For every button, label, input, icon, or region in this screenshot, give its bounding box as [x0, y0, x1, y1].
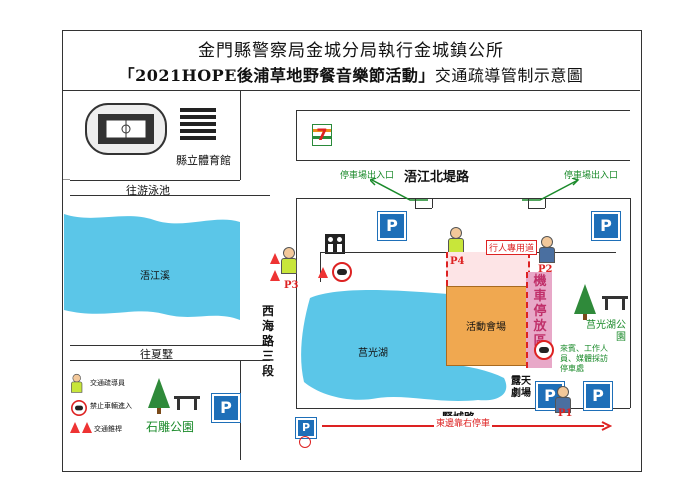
- event-name: 「2021HOPE後浦草地野餐音樂節活動」: [118, 66, 435, 85]
- road-line: [528, 198, 529, 208]
- legend-no-entry-icon: [71, 400, 87, 416]
- seven-eleven-icon: 7: [312, 124, 332, 146]
- tree-icon: [574, 284, 596, 320]
- title-suffix: 交通疏導管制示意圖: [434, 66, 584, 85]
- pedestrian-label: 行人專用道: [486, 240, 538, 255]
- river-label: 浯江溪: [140, 271, 170, 282]
- parking-exit-left: 停車場出入口: [340, 171, 395, 181]
- parking-icon: P: [377, 211, 407, 241]
- traffic-guide-icon: [447, 227, 464, 254]
- road-line: [296, 110, 630, 111]
- south-road-note: 東邊靠右停車: [434, 416, 493, 429]
- police-icon: [538, 236, 555, 263]
- parking-exit-right: 停車場出入口: [564, 171, 619, 181]
- lake: [301, 290, 507, 401]
- road-line: [415, 208, 432, 209]
- vip-parking-label: 來賓、工作人 員、媒體採訪 停車處: [560, 344, 608, 373]
- swimming-pool-label: 往游泳池: [126, 184, 170, 197]
- stadium-icon: [62, 103, 216, 180]
- event-venue: [446, 286, 528, 366]
- stadium-label: 縣立體育館: [176, 154, 231, 167]
- road-line: [296, 110, 297, 160]
- tree-icon: [148, 378, 170, 414]
- road-line: [240, 90, 241, 180]
- road-line: [70, 345, 270, 346]
- legend-cone-icon: [70, 422, 80, 433]
- legend-police-label: 交通疏導員: [90, 379, 125, 387]
- west-road-label: 西 海 路 三 段: [262, 304, 275, 378]
- title-line-2: 「2021HOPE後浦草地野餐音樂節活動」交通疏導管制示意圖: [62, 62, 640, 86]
- cone-icon: [270, 253, 280, 264]
- venue-label: 活動會場: [466, 322, 506, 333]
- parking-icon: P: [583, 381, 613, 411]
- bus-stop-icon: [299, 436, 311, 448]
- seven-eleven-label: 7: [316, 125, 328, 144]
- moto-char: 停: [533, 304, 547, 319]
- road-line: [296, 160, 630, 161]
- point-p2: P2: [538, 264, 553, 275]
- river: [64, 214, 240, 320]
- legend-police-icon: [70, 373, 83, 393]
- road-line: [296, 198, 630, 199]
- arrow-icon: [370, 178, 428, 201]
- moto-char: 放: [533, 319, 547, 334]
- parking-icon: P: [295, 417, 317, 439]
- road-line: [415, 198, 416, 208]
- road-line: [545, 198, 546, 208]
- bench-icon: [602, 296, 628, 313]
- no-entry-icon: [332, 262, 352, 282]
- road-line: [432, 198, 433, 208]
- no-entry-icon: [534, 340, 554, 360]
- parking-icon: P: [211, 393, 241, 423]
- bench-icon: [174, 396, 200, 413]
- road-line: [528, 208, 545, 209]
- legend-no-entry-label: 禁止車輛進入: [90, 402, 132, 410]
- arrow-icon: [522, 178, 580, 201]
- road-line: [70, 360, 270, 361]
- title-line-1: 金門縣警察局金城分局執行金城鎮公所: [198, 41, 504, 61]
- north-road-label: 浯江北堤路: [404, 170, 470, 185]
- legend-cone-icon: [82, 422, 92, 433]
- road-line: [630, 198, 631, 408]
- road-line: [296, 198, 297, 408]
- legend: 交通疏導員 禁止車輛進入 交通錐桿: [66, 368, 146, 438]
- cone-icon: [270, 270, 280, 281]
- point-p1: P1: [558, 408, 573, 419]
- point-p4: P4: [450, 256, 465, 267]
- park-east-label: 莒光湖公 園: [586, 320, 626, 343]
- point-p3: P3: [284, 280, 299, 291]
- zhuang-lou-label: 往夏墅: [140, 348, 173, 361]
- pedestrian-path: [446, 252, 530, 286]
- road-line: [70, 180, 240, 181]
- traffic-guide-icon: [280, 247, 297, 274]
- lake-label: 莒光湖: [358, 348, 388, 359]
- cone-icon: [318, 267, 328, 278]
- toilet-icon: [325, 234, 345, 254]
- moto-char: 車: [533, 289, 547, 304]
- parking-icon: P: [591, 211, 621, 241]
- map-frame: [62, 30, 642, 472]
- stage-label: 露天 劇場: [511, 376, 531, 399]
- stadium-block: 縣立體育館: [62, 90, 240, 180]
- title-box: 金門縣警察局金城分局執行金城鎮公所 「2021HOPE後浦草地野餐音樂節活動」交…: [62, 30, 640, 91]
- road-line: [240, 360, 241, 460]
- police-icon: [554, 386, 571, 413]
- road-line: [296, 408, 630, 409]
- road-line: [70, 195, 270, 196]
- moto-char: 機: [533, 274, 547, 289]
- legend-cone-label: 交通錐桿: [94, 425, 122, 433]
- stone-park-label: 石雕公園: [146, 420, 195, 434]
